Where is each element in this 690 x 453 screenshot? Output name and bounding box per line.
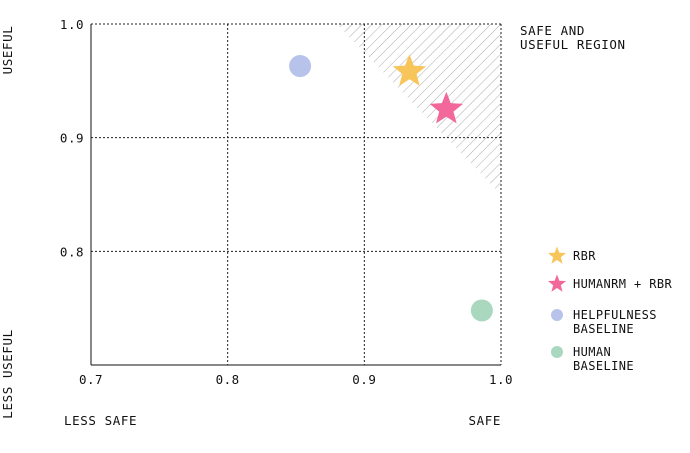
- point-helpfulness-baseline: [289, 55, 312, 78]
- axes: 0.7 0.8 0.9 1.0 0.8 0.9 1.0: [60, 17, 513, 387]
- grid: [91, 23, 502, 365]
- x-axis-low-label: LESS SAFE: [64, 413, 137, 428]
- legend-humanrm-rbr-marker: [547, 274, 567, 292]
- legend-label-line: BASELINE: [573, 322, 634, 336]
- point-humanrm-rbr: [429, 91, 463, 124]
- legend-label-line: BASELINE: [573, 359, 634, 373]
- legend-label-line: HUMAN: [573, 345, 611, 359]
- legend-rbr-marker: [547, 246, 567, 264]
- y-tick-label: 0.8: [60, 244, 84, 259]
- y-axis-low-label: LESS USEFUL: [0, 329, 15, 418]
- legend-label-line: RBR: [573, 249, 596, 263]
- x-axis-high-label: SAFE: [468, 413, 501, 428]
- legend-label-line: HUMANRM + RBR: [573, 277, 672, 291]
- region-label-line: SAFE AND: [520, 23, 585, 38]
- region-hatch: [337, 24, 501, 195]
- y-axis-high-label: USEFUL: [0, 26, 15, 75]
- x-tick-label: 0.8: [216, 372, 240, 387]
- x-tick-label: 1.0: [489, 372, 513, 387]
- data-points: [289, 54, 493, 322]
- x-tick-label: 0.7: [79, 372, 103, 387]
- legend-label-line: HELPFULNESS: [573, 308, 657, 322]
- safe-useful-region: [337, 24, 501, 195]
- y-tick-label: 0.9: [60, 131, 84, 146]
- y-tick-label: 1.0: [60, 17, 84, 32]
- point-rbr: [392, 54, 427, 86]
- x-tick-label: 0.9: [352, 372, 376, 387]
- legend-rbr-label: RBR: [573, 249, 596, 263]
- point-human-baseline: [470, 299, 493, 322]
- legend-human-baseline-marker: [551, 346, 563, 358]
- region-label-line: USEFUL REGION: [520, 37, 626, 52]
- legend-humanrm-rbr-label: HUMANRM + RBR: [573, 277, 672, 291]
- legend-helpfulness-baseline-marker: [551, 309, 563, 321]
